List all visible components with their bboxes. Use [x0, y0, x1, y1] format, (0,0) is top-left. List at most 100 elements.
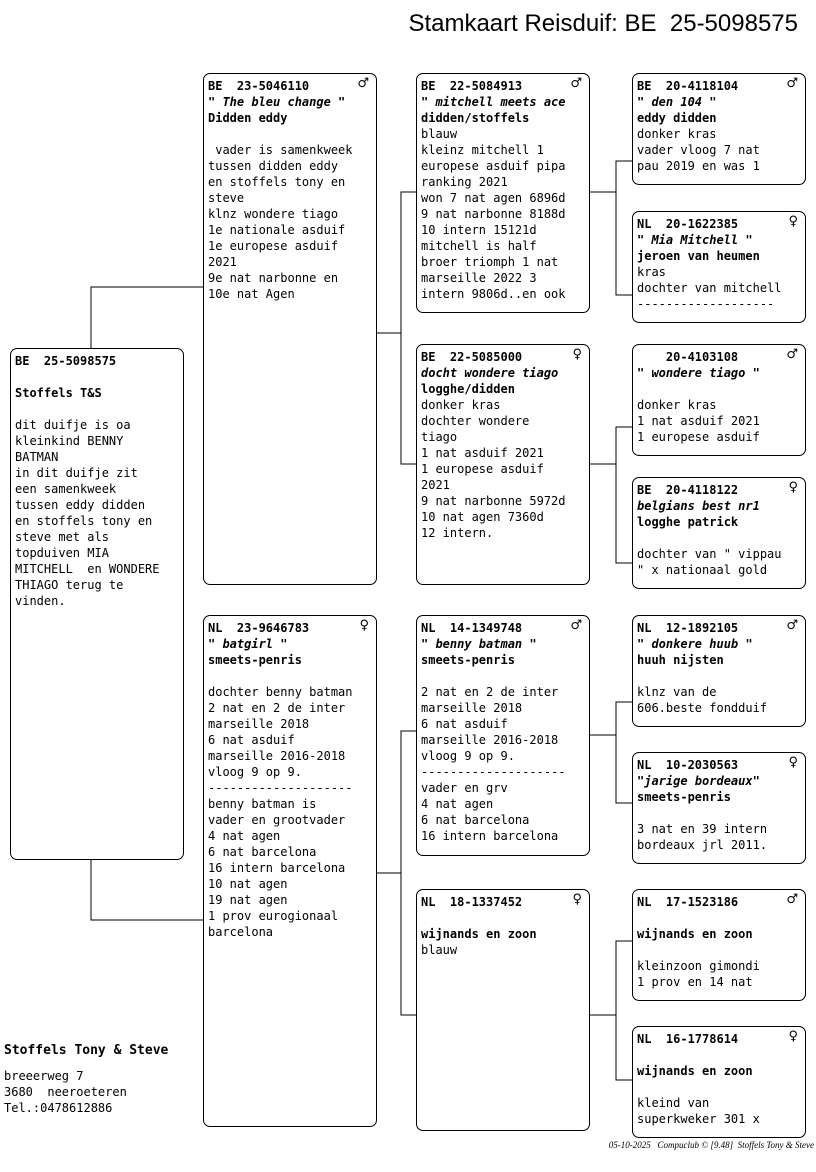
- note-line: 4 nat agen: [208, 829, 281, 843]
- female-symbol-icon: ♀: [788, 755, 798, 770]
- mother-card[interactable]: NL 23-9646783♀ " batgirl " smeets-penris…: [203, 615, 377, 1127]
- note-line: 1e nationale asduif: [208, 223, 346, 237]
- male-symbol-icon: ♂: [786, 76, 798, 91]
- note-line: 19 nat agen: [208, 893, 288, 907]
- owner: logghe patrick: [637, 515, 739, 529]
- note-line: MITCHELL en WONDERE: [15, 562, 160, 576]
- note-line: vloog 9 op 9.: [421, 749, 515, 763]
- note-line: en stoffels tony en: [208, 175, 346, 189]
- note-line: europese asduif pipa: [421, 159, 566, 173]
- note-line: kras: [637, 265, 666, 279]
- note-line: marseille 2016-2018: [208, 749, 346, 763]
- nickname: [637, 910, 800, 926]
- owner: wijnands en zoon: [637, 927, 753, 941]
- mother-notes: dochter benny batman 2 nat en 2 de inter…: [208, 684, 371, 940]
- note-line: [637, 805, 800, 821]
- breeder-phone: Tel.:0478612886: [4, 1101, 113, 1115]
- female-symbol-icon: ♀: [788, 480, 798, 495]
- note-line: tiago: [421, 430, 458, 444]
- great-grandparent-card-fff[interactable]: BE 20-4118104♂ " den 104 " eddy didden d…: [632, 73, 806, 185]
- note-line: donker kras: [421, 398, 501, 412]
- nickname: "jarige bordeaux": [637, 774, 760, 788]
- great-grandparent-card-fmf[interactable]: 20-4103108♂ " wondere tiago " donker kra…: [632, 344, 806, 456]
- female-symbol-icon: ♀: [359, 618, 369, 633]
- breeder-street: breeerweg 7: [4, 1069, 84, 1083]
- note-line: en stoffels tony en: [15, 514, 153, 528]
- great-grandparent-card-ffm[interactable]: NL 20-1622385♀ " Mia Mitchell " jeroen v…: [632, 211, 806, 323]
- note-line: 10 nat agen 7360d: [421, 510, 544, 524]
- note-line: kleinz mitchell 1: [421, 143, 544, 157]
- ring-number: NL 10-2030563: [637, 758, 739, 772]
- ring-number: NL 18-1337452: [421, 895, 523, 909]
- father-card[interactable]: BE 23-5046110♂ " The bleu change " Didde…: [203, 73, 377, 585]
- maternal-grandfather-card[interactable]: NL 14-1349748♂ " benny batman " smeets-p…: [416, 615, 590, 856]
- note-line: 9e nat narbonne en: [208, 271, 339, 285]
- subject-notes: dit duifje is oa kleinkind BENNY BATMAN …: [15, 417, 178, 609]
- note-line: dochter van mitchell: [637, 281, 782, 295]
- note-line: kleinkind BENNY: [15, 434, 124, 448]
- great-grandparent-card-mmm[interactable]: NL 16-1778614♀ wijnands en zoon kleind v…: [632, 1026, 806, 1138]
- note-line: 6 nat barcelona: [208, 845, 317, 859]
- owner: wijnands en zoon: [421, 927, 537, 941]
- note-line: 2 nat en 2 de inter: [208, 701, 346, 715]
- note-line: bordeaux jrl 2011.: [637, 838, 768, 852]
- note-line: -------------------: [637, 297, 775, 311]
- nickname: " Mia Mitchell ": [637, 233, 753, 247]
- nickname: " donkere huub ": [637, 637, 753, 651]
- note-line: donker kras: [637, 127, 717, 141]
- note-line: blauw: [421, 127, 458, 141]
- note-line: marseille 2022 3: [421, 271, 537, 285]
- nickname: [637, 1047, 800, 1063]
- ring-number: BE 20-4118104: [637, 79, 739, 93]
- nickname: belgians best nr1: [637, 499, 760, 513]
- ring-number: NL 17-1523186: [637, 895, 739, 909]
- paternal-grandmother-card[interactable]: BE 22-5085000♀ docht wondere tiago loggh…: [416, 344, 590, 585]
- note-line: tussen eddy didden: [15, 498, 146, 512]
- female-symbol-icon: ♀: [572, 347, 582, 362]
- great-grandparent-card-mff[interactable]: NL 12-1892105♂ " donkere huub " huuh nij…: [632, 615, 806, 727]
- ring-number: NL 20-1622385: [637, 217, 739, 231]
- male-symbol-icon: ♂: [786, 618, 798, 633]
- note-line: 3 nat en 39 intern: [637, 822, 768, 836]
- great-grandparent-card-mmf[interactable]: NL 17-1523186 ♂ wijnands en zoon kleinzoo…: [632, 889, 806, 1001]
- note-line: kleinzoon gimondi: [637, 959, 760, 973]
- ring-number: BE 20-4118122: [637, 483, 739, 497]
- paternal-grandfather-card[interactable]: BE 22-5084913♂ " mitchell meets ace didd…: [416, 73, 590, 313]
- note-line: 6 nat asduif: [208, 733, 295, 747]
- note-line: 6 nat asduif: [421, 717, 508, 731]
- note-line: superkweker 301 x: [637, 1112, 760, 1126]
- female-symbol-icon: ♀: [788, 1029, 798, 1044]
- note-line: 606.beste fondduif: [637, 701, 768, 715]
- note-line: 1 nat asduif 2021: [421, 446, 544, 460]
- male-symbol-icon: ♂: [786, 347, 798, 362]
- note-line: 1 prov en 14 nat: [637, 975, 753, 989]
- father-nickname: " The bleu change ": [208, 95, 346, 109]
- note-line: --------------------: [421, 765, 566, 779]
- subject-ring: BE 25-5098575: [15, 354, 117, 368]
- note-line: klnz van de: [637, 685, 717, 699]
- note-line: [637, 942, 800, 958]
- note-line: broer triomph 1 nat: [421, 255, 559, 269]
- subject-card[interactable]: BE 25-5098575 Stoffels T&S dit duifje is…: [10, 348, 184, 860]
- note-line: 9 nat narbonne 8188d: [421, 207, 566, 221]
- male-symbol-icon: ♂: [786, 892, 798, 907]
- note-line: 16 intern barcelona: [208, 861, 346, 875]
- note-line: in dit duifje zit: [15, 466, 138, 480]
- note-line: dochter van " vippau: [637, 547, 782, 561]
- note-line: vader en grv: [421, 781, 508, 795]
- note-line: won 7 nat agen 6896d: [421, 191, 566, 205]
- note-line: mitchell is half: [421, 239, 537, 253]
- owner: jeroen van heumen: [637, 249, 760, 263]
- father-owner: Didden eddy: [208, 111, 288, 125]
- great-grandparent-card-mfm[interactable]: NL 10-2030563♀ "jarige bordeaux" smeets-…: [632, 752, 806, 864]
- note-line: 1 nat asduif 2021: [637, 414, 760, 428]
- mother-owner: smeets-penris: [208, 653, 302, 667]
- ring-number: NL 12-1892105: [637, 621, 739, 635]
- female-symbol-icon: ♀: [572, 892, 582, 907]
- owner: wijnands en zoon: [637, 1064, 753, 1078]
- maternal-grandmother-card[interactable]: NL 18-1337452♀ wijnands en zoon blauw: [416, 889, 590, 1131]
- father-ring: BE 23-5046110: [208, 79, 310, 93]
- great-grandparent-card-fmm[interactable]: BE 20-4118122 ♀ belgians best nr1 logghe …: [632, 477, 806, 589]
- nickname: " den 104 ": [637, 95, 717, 109]
